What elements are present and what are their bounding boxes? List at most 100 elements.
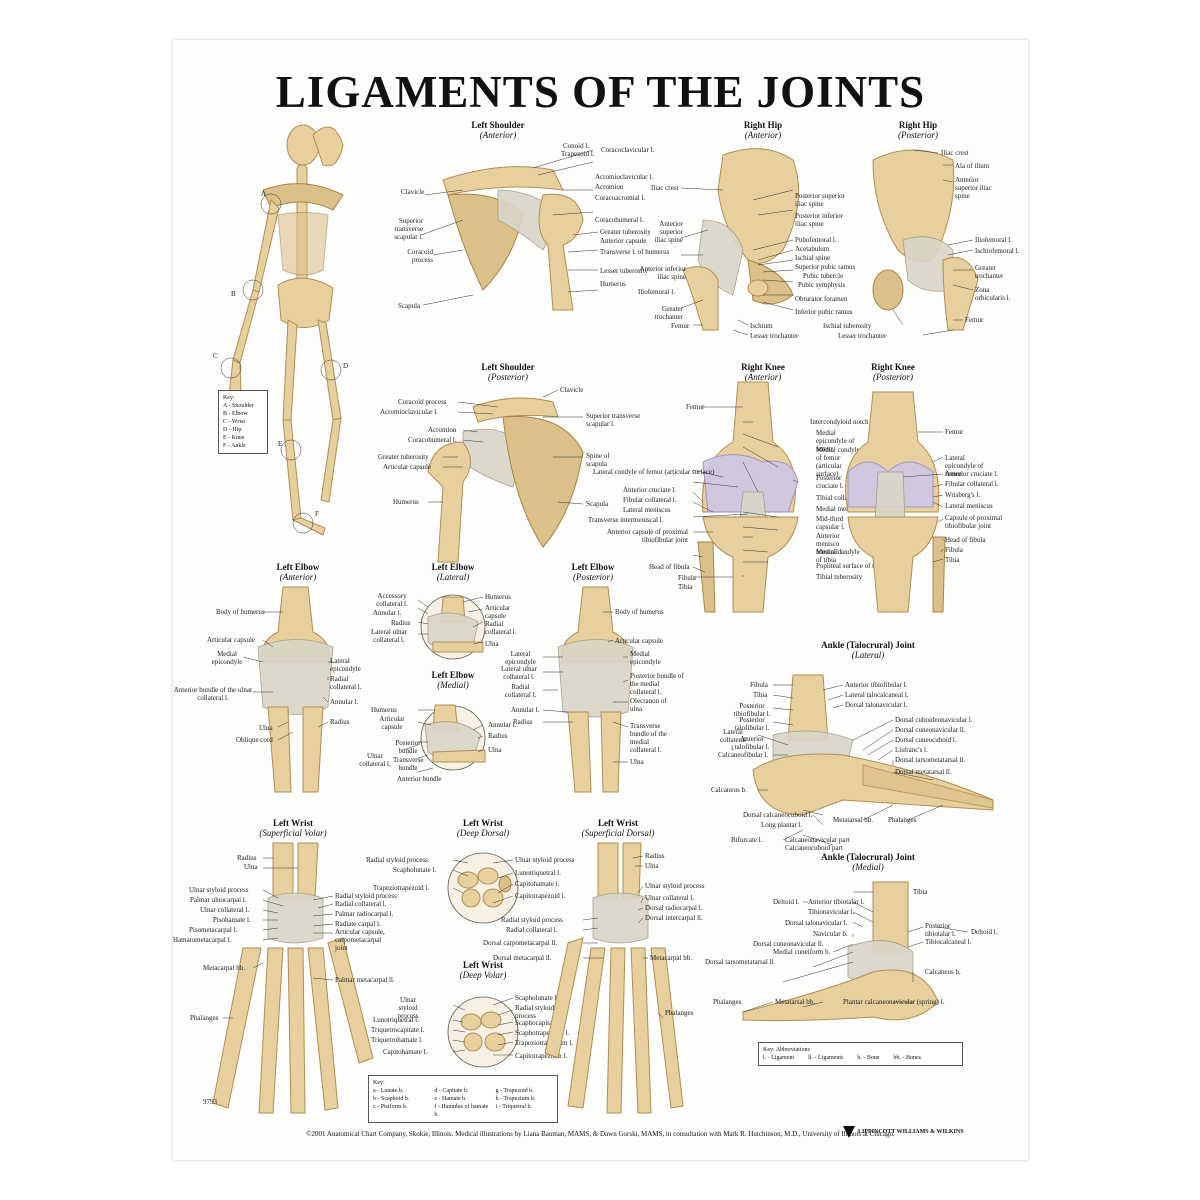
label: Humerus <box>393 498 419 506</box>
label: Radial collateral l. <box>506 926 558 934</box>
label: Iliofemoral l. <box>638 288 675 296</box>
label: Femur <box>945 428 964 436</box>
marker-circle-wrist <box>220 357 242 379</box>
label: Posterior bundle of the medial collatera… <box>630 672 684 696</box>
label: Dorsal tarsometatarsal ll. <box>705 958 776 966</box>
label: Medial condyle of femur (articular surfa… <box>816 446 860 478</box>
label: Dorsal talonavicular l. <box>785 919 848 927</box>
label: Posterior tibiofibular l. <box>733 702 771 718</box>
label: Triquetrohamate l. <box>371 1036 423 1044</box>
label: Lateral epicondyle <box>505 650 536 666</box>
label: Dorsal calcaneocuboid l. <box>743 811 813 819</box>
label: Radial styloid process <box>515 1004 555 1020</box>
panel-hip-anterior: Right Hip(Anterior) Iliac crest Posterio… <box>638 120 863 340</box>
label: Metatarsal bb. <box>833 816 874 824</box>
label: Anterior tibiofibular l. <box>845 681 908 689</box>
label: Tibiocalcaneal l. <box>925 938 972 946</box>
panel-title: Left Wrist(Superficial Volar) <box>259 818 327 838</box>
skeleton-marker-b: B <box>231 290 236 298</box>
knee-posterior-drawing <box>845 391 946 613</box>
label: Annular l. <box>488 721 517 729</box>
label: Humerus <box>600 280 626 288</box>
label: Lateral collateral l. <box>719 728 747 752</box>
panel-wrist-deep-volar: Left Wrist(Deep Volar) Ulnar styloid pro… <box>371 960 593 1090</box>
ankle-lateral-drawing <box>752 674 994 846</box>
label: Medial epicondyle <box>211 650 243 666</box>
label: Head of fibula <box>945 536 986 544</box>
label: Posterior talofibular l. <box>734 716 770 732</box>
carpal-bones-key-item: e - Hamate b. <box>434 1096 467 1102</box>
label: Anterior capsule of proximal tibiofibula… <box>606 528 688 544</box>
label: Phalanges <box>888 816 917 824</box>
skeleton-marker-d: D <box>343 362 349 370</box>
wrist-deep-volar-drawing <box>447 996 519 1068</box>
panel-title: Left Elbow(Posterior) <box>571 562 615 582</box>
label: Calcaneonavicular part <box>785 836 850 844</box>
label: Superior transverse scapular l. <box>586 412 641 428</box>
label: Ulnar collateral l. <box>645 894 695 902</box>
label: Greater tuberosity <box>378 453 429 461</box>
label: Intercondyloid notch <box>810 418 869 426</box>
panel-title: Left Wrist(Superficial Dorsal) <box>581 818 655 838</box>
label: Posterior inferior iliac spine <box>795 212 844 228</box>
label: Lunotriquetral l. <box>373 1016 419 1024</box>
label: Ulnar collateral l. <box>359 752 391 768</box>
label: Ala of ilium <box>955 162 990 170</box>
publisher-logo-icon <box>843 1126 855 1138</box>
label: Iliac crest <box>941 149 969 157</box>
label: Greater trochanter <box>975 264 1004 280</box>
label: Lateral ulnar collateral l. <box>501 665 537 681</box>
label: Calcaneocuboid part <box>785 844 843 852</box>
label: Anterior superior iliac spine <box>955 176 992 200</box>
label: Ulnar styloid process <box>397 996 419 1020</box>
label: Transverse bundle <box>393 756 424 772</box>
label: Capitohamate l. <box>515 880 560 888</box>
label: Long plantar l. <box>761 821 803 829</box>
label: Fibula <box>678 574 696 582</box>
label: Coracoacromial l. <box>595 194 646 202</box>
label: Fibular collateral l. <box>623 496 677 504</box>
label: Ischium <box>750 322 773 330</box>
label: Tibia <box>678 583 693 591</box>
wrist-superficial-dorsal-drawing <box>544 842 684 1114</box>
label: Calcaneus b. <box>711 786 747 794</box>
knee-anterior-drawing <box>692 381 799 613</box>
label: Oblique cord <box>236 736 273 744</box>
panel-ankle-lateral: Ankle (Talocrural) Joint(Lateral) Fibula… <box>693 640 1023 870</box>
catalog-number: 9793 <box>203 1098 217 1106</box>
skeleton-key-item: A - Shoulder <box>223 403 254 409</box>
label: Lesser trochanter <box>838 332 887 340</box>
label: Zona orbicularis l. <box>975 286 1011 302</box>
skeleton-marker-a: A <box>261 190 267 198</box>
shoulder-posterior-drawing <box>427 389 584 563</box>
shoulder-anterior-drawing <box>420 149 599 311</box>
label: Lateral ulnar collateral l. <box>371 628 407 644</box>
label: Articular capsule <box>485 604 511 620</box>
label: Posterior tibiotalar l. <box>925 922 956 938</box>
panel-wrist-deep-dorsal: Left Wrist(Deep Dorsal) Radial styloid p… <box>366 818 593 938</box>
label: Capitotrapezium l. <box>515 1052 568 1060</box>
label: Palmar ulnocarpal l. <box>190 896 247 904</box>
label: Articular capsule <box>383 463 432 471</box>
label: Posterior cruciate l. <box>816 474 844 490</box>
label: Lateral talocalcaneal l. <box>845 691 909 699</box>
label: Anterior tibiotalar l. <box>808 898 865 906</box>
publisher-name: LIPPINCOTT WILLIAMS & WILKINS <box>858 1129 964 1135</box>
label: Tibial tuberosity <box>816 573 863 581</box>
label: Obturator foramen <box>795 295 848 303</box>
panel-ankle-medial: Ankle (Talocrural) Joint(Medial) Tibia A… <box>705 852 1023 1052</box>
label: Mid-third capsular l. <box>816 515 845 531</box>
label: Ulna <box>485 640 499 648</box>
label: Greater tuberosity <box>600 228 651 236</box>
label: Articular capsule <box>615 637 664 645</box>
label: Transverse bundle of the medial collater… <box>630 722 667 754</box>
label: Articular capsule, carpometacarpal joint <box>335 928 385 952</box>
label: Anterior bundle <box>397 775 442 783</box>
label: Calcaneofibular l. <box>718 751 769 759</box>
abbreviations-key-item: l. - Ligament <box>763 1055 795 1061</box>
skeleton-marker-e: E <box>278 440 283 448</box>
label: Trapeziotrapezium l. <box>515 1039 574 1047</box>
label: Transverse intermeniscal l. <box>588 516 664 524</box>
label: Acromion <box>595 183 624 191</box>
label: Ulna <box>259 724 273 732</box>
